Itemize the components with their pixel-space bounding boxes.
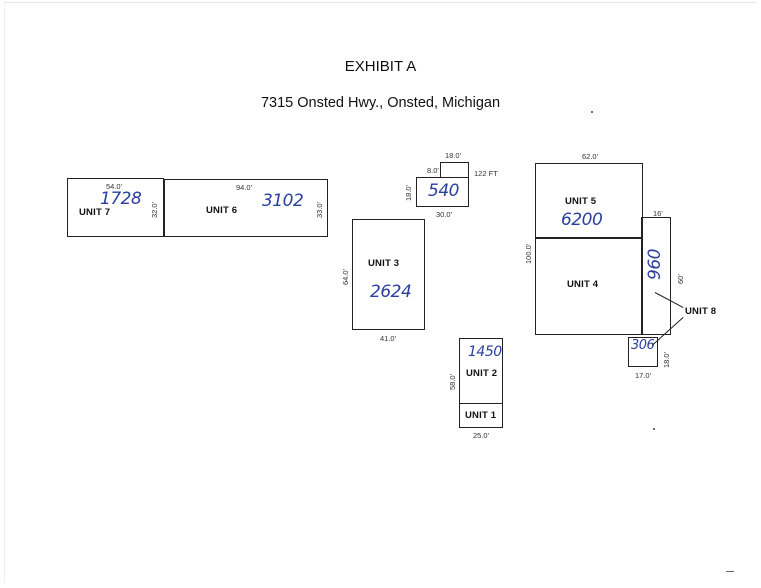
scan-speck [726,571,734,572]
small-bldg-note: 122 FT [474,169,498,178]
unit-8-label: UNIT 8 [685,306,717,317]
unit-3-width: 41.0' [380,334,397,343]
small-bldg-outline [416,177,469,207]
unit-6-outline [164,179,328,237]
unit-5-label: UNIT 5 [565,196,597,207]
small-bldg-width: 30.0' [436,210,453,219]
unit-5-width: 62.0' [582,152,599,161]
unit-4-side-depth: 60' [676,274,685,284]
unit-4-outline [535,237,643,335]
scan-speck [653,428,655,430]
unit-6-sqft: 3102 [262,191,304,211]
unit-5-outline [535,163,643,239]
small-bldg-sqft: 540 [428,181,459,201]
unit-6-label: UNIT 6 [206,205,238,216]
unit-7-width: 54.0' [106,182,123,191]
small-bldg-depth: 18.0' [404,184,413,201]
unit-8-width: 17.0' [635,371,652,380]
unit-7-outline [67,178,164,237]
unit-5-sqft: 6200 [561,210,603,230]
unit-7-sqft: 1728 [100,189,142,209]
unit-2-sqft: 1450 [468,344,502,360]
property-address: 7315 Onsted Hwy., Onsted, Michigan [260,95,501,111]
small-bldg-notch-width: 8.0' [427,166,439,175]
unit-6-depth: 33.0' [315,201,324,218]
unit-4-side-strip [641,217,671,335]
unit-3-sqft: 2624 [370,282,412,302]
unit-2-depth: 58.0' [448,373,457,390]
page-border [4,2,757,583]
unit-8-depth: 18.0' [662,351,671,368]
small-bldg-top-width: 18.0' [445,151,462,160]
unit-1-outline [459,403,503,428]
small-bldg-notch [440,162,469,178]
unit-4-side-width: 16' [653,209,663,218]
unit-4-label: UNIT 4 [567,279,599,290]
unit-8-outline [628,337,658,367]
unit-3-depth: 64.0' [341,268,350,285]
exhibit-title: EXHIBIT A [344,58,417,75]
scan-speck [591,111,593,113]
unit-3-outline [352,219,425,330]
unit-8-sqft: 306 [631,338,655,353]
unit-1-width: 25.0' [473,431,490,440]
unit-4-side-sqft: 960 [645,249,665,280]
unit-2-label: UNIT 2 [466,368,498,379]
unit-7-depth: 32.0' [150,201,159,218]
unit-5-depth: 100.0' [524,243,533,264]
unit-1-label: UNIT 1 [465,410,497,421]
unit-3-label: UNIT 3 [368,258,400,269]
unit-6-width: 94.0' [236,183,253,192]
unit-7-label: UNIT 7 [79,207,111,218]
